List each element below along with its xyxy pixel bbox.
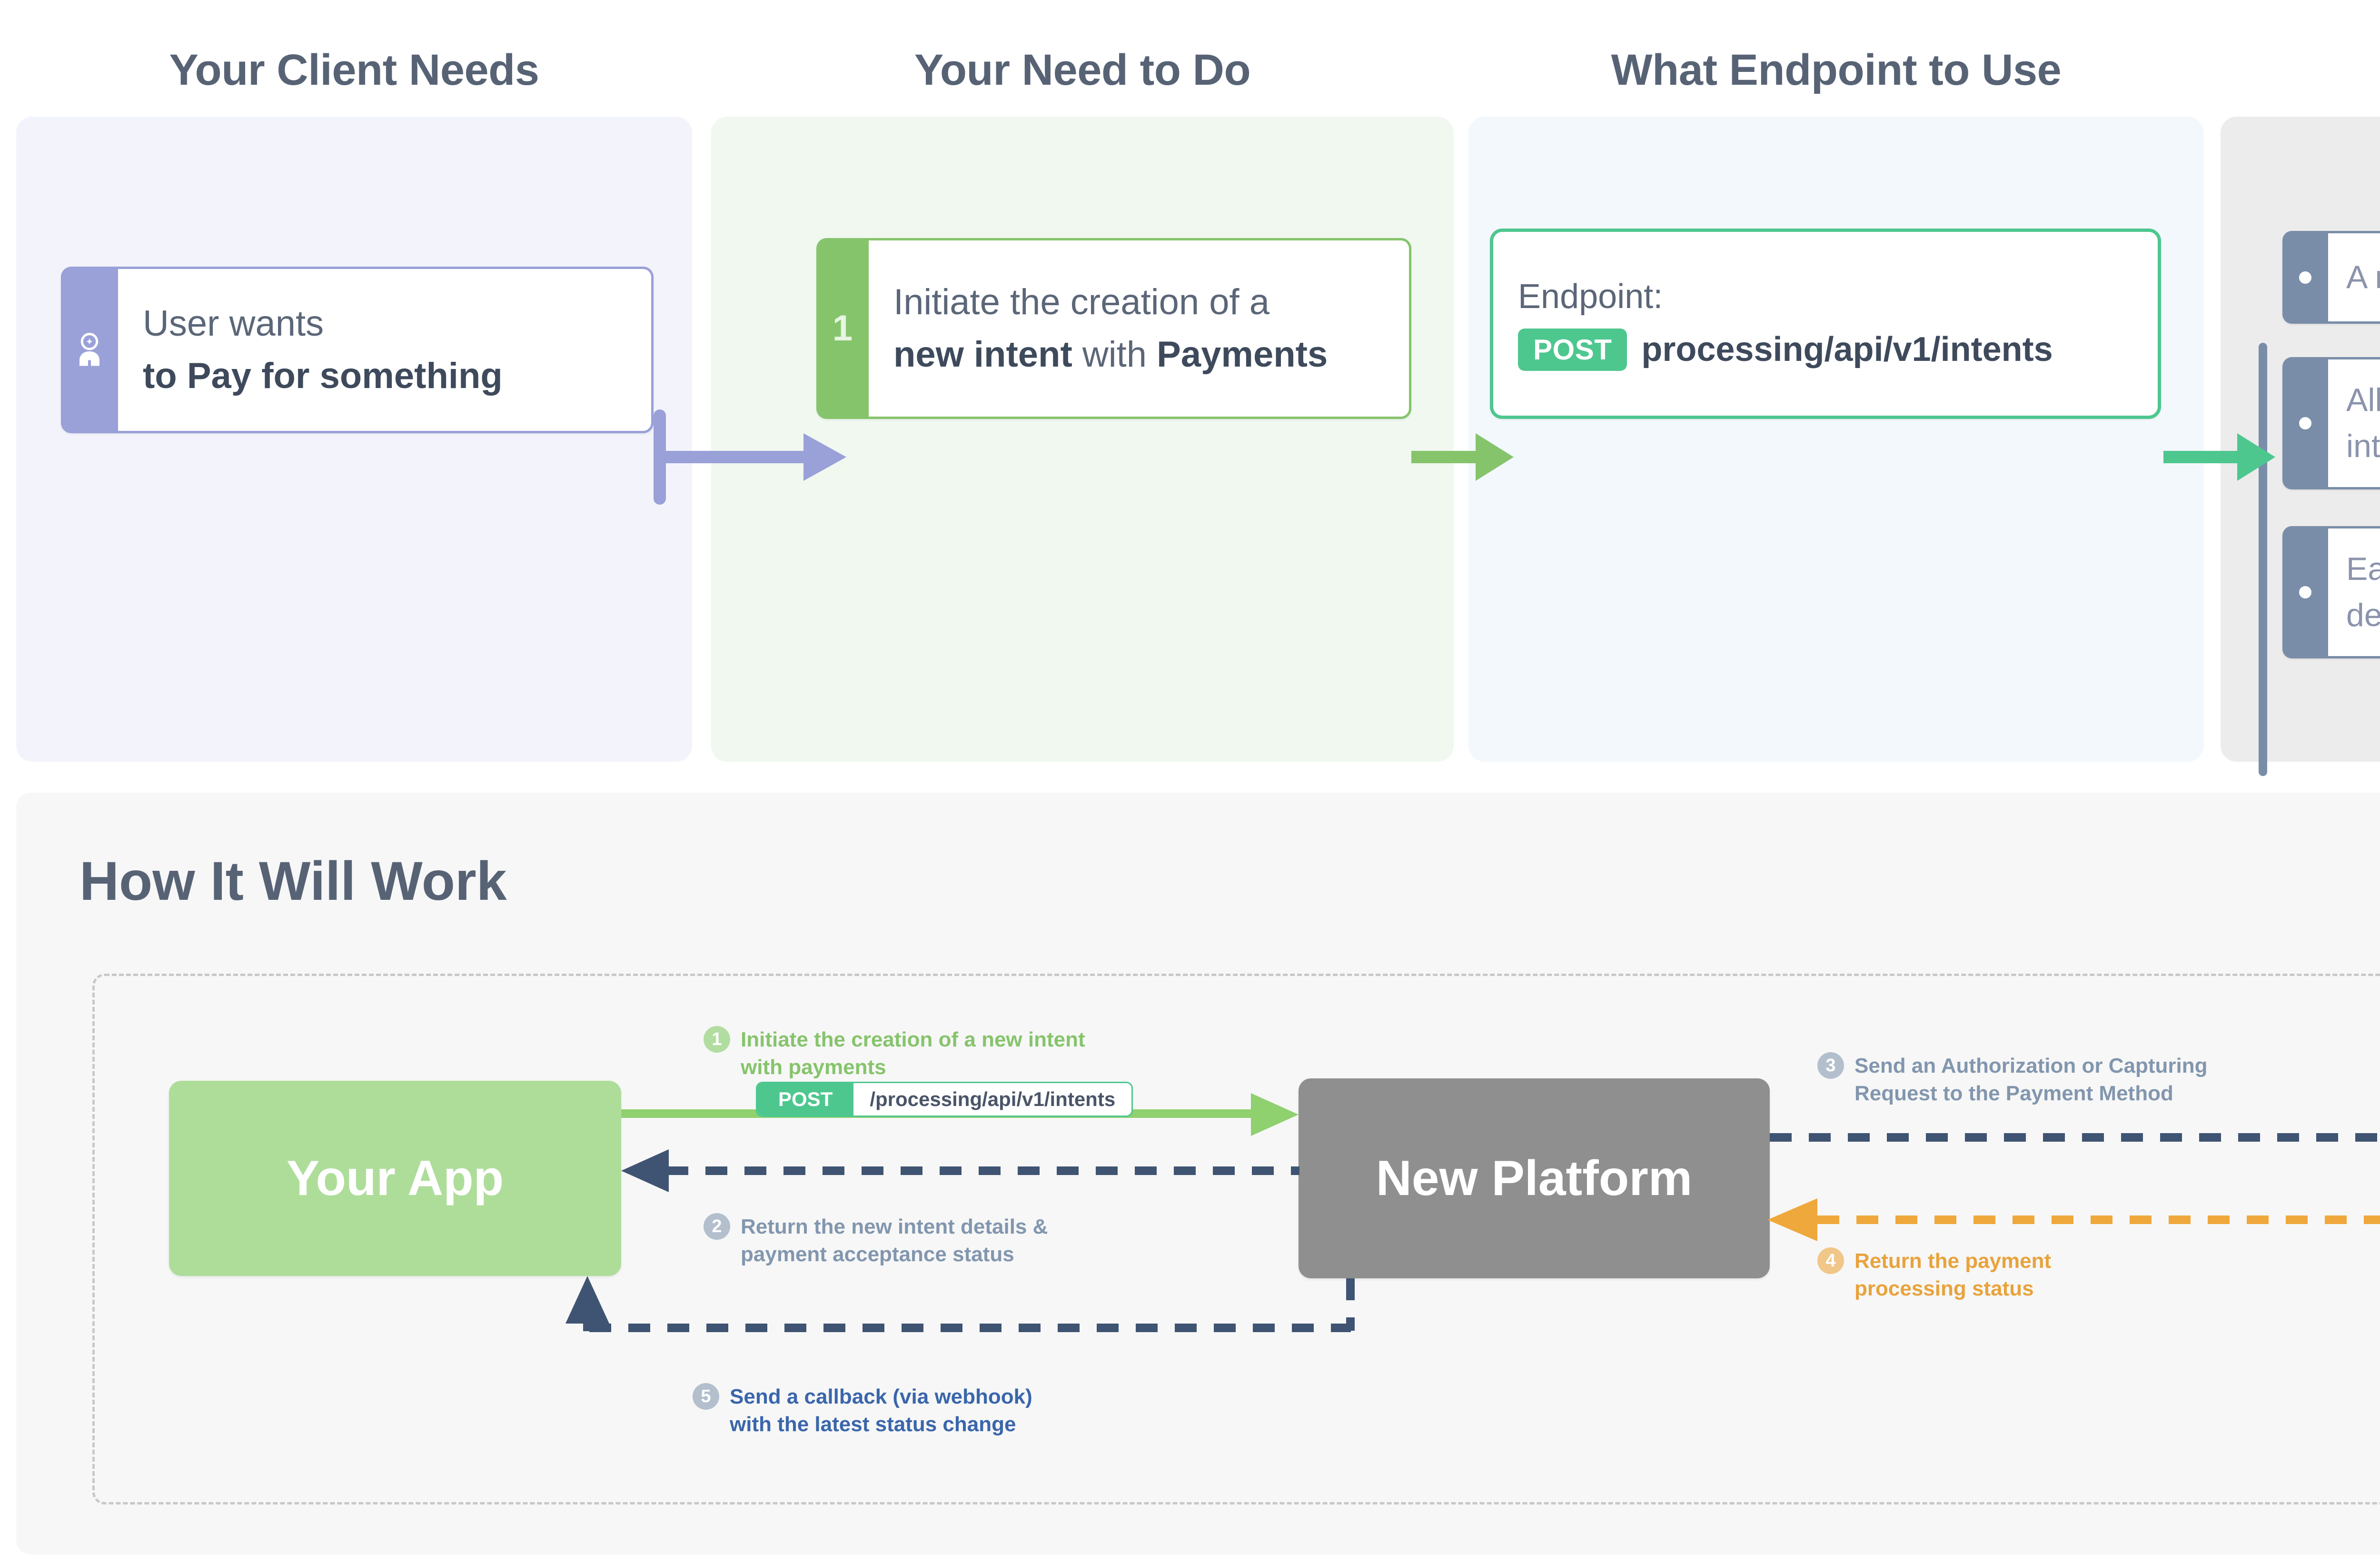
result-body-2: All specified payments will be created w… — [2328, 357, 2380, 489]
need-to-do-bold-b: Payments — [1157, 334, 1328, 375]
step-5-number: 5 — [693, 1383, 719, 1410]
column-header-our-side: What happens on our side — [2221, 45, 2380, 95]
flow-headers: Your Client Needs Your Need to Do What E… — [0, 0, 2380, 119]
result-body-1: A new intent will be created — [2328, 231, 2380, 324]
step-5-text: Send a callback (via webhook) with the l… — [730, 1383, 1032, 1438]
result-tab-1 — [2282, 231, 2328, 324]
step-label-2: 2 Return the new intent details & paymen… — [704, 1213, 1180, 1268]
endpoint-label: Endpoint: — [1518, 277, 1663, 316]
result-1-before: A new intent will be created — [2346, 259, 2380, 296]
result-card-2[interactable]: All specified payments will be created w… — [2282, 357, 2380, 489]
step-2-line1: Return the new intent details & — [741, 1215, 1048, 1238]
step-3-line2: Request to the Payment Method — [1854, 1082, 2173, 1106]
step-4-number: 4 — [1817, 1247, 1844, 1274]
column-header-endpoint: What Endpoint to Use — [1611, 46, 2062, 94]
result-text-2: All specified payments will be created w… — [2346, 377, 2380, 469]
step-1-endpoint-pill[interactable]: POST /processing/api/v1/intents — [756, 1082, 1133, 1117]
step-3-text: Send an Authorization or Capturing Reque… — [1854, 1052, 2207, 1107]
step-2-text: Return the new intent details & payment … — [741, 1213, 1048, 1268]
card-tab-green: 1 — [816, 238, 869, 419]
bullet-dot-icon — [2299, 271, 2311, 284]
client-need-card-body: User wants to Pay for something — [118, 267, 654, 433]
client-need-line1: User wants — [143, 303, 324, 344]
need-to-do-card-body: Initiate the creation of a new intent wi… — [869, 238, 1411, 419]
step-4-line1: Return the payment — [1854, 1249, 2052, 1273]
result-tab-2 — [2282, 357, 2328, 489]
column-header-client-needs: Your Client Needs — [169, 46, 539, 94]
result-text-1: A new intent will be created — [2346, 254, 2380, 300]
result-tab-3 — [2282, 526, 2328, 658]
step-1-line2: with payments — [741, 1056, 886, 1079]
step-label-4: 4 Return the payment processing status — [1817, 1247, 2246, 1303]
step-4-line2: processing status — [1854, 1277, 2034, 1301]
need-to-do-card[interactable]: 1 Initiate the creation of a new intent … — [816, 238, 1411, 419]
column-header-need-to-do: Your Need to Do — [914, 46, 1251, 94]
result-3-before: Each transaction will be sent for proces… — [2346, 551, 2380, 633]
endpoint-row: POST processing/api/v1/intents — [1518, 328, 2133, 371]
need-to-do-bold-a: new intent — [893, 334, 1072, 375]
step-5-line1: Send a callback (via webhook) — [730, 1385, 1032, 1408]
sequence-diagram-frame — [92, 974, 2380, 1504]
step-label-3: 3 Send an Authorization or Capturing Req… — [1817, 1052, 2341, 1107]
need-to-do-line2: new intent with Payments — [893, 329, 1384, 381]
step-1-path: /processing/api/v1/intents — [870, 1088, 1116, 1110]
bullet-dot-icon — [2299, 586, 2311, 598]
step-label-5: 5 Send a callback (via webhook) with the… — [693, 1383, 1192, 1438]
step-3-number: 3 — [1817, 1052, 1844, 1079]
panel-client-needs — [16, 117, 692, 762]
step-1-line1: Initiate the creation of a new intent — [741, 1028, 1085, 1051]
http-method-badge: POST — [1518, 328, 1627, 371]
node-your-app[interactable]: Your App — [169, 1081, 621, 1276]
result-card-1[interactable]: A new intent will be created — [2282, 231, 2380, 324]
client-need-line2: to Pay for something — [143, 356, 503, 396]
bullet-dot-icon — [2299, 417, 2311, 429]
user-icon — [79, 333, 100, 366]
endpoint-path: processing/api/v1/intents — [1641, 330, 2053, 369]
result-text-3: Each transaction will be sent for proces… — [2346, 546, 2380, 638]
step-4-text: Return the payment processing status — [1854, 1247, 2051, 1303]
step-label-1: 1 Initiate the creation of a new intent … — [704, 1026, 1203, 1081]
endpoint-card[interactable]: Endpoint: POST processing/api/v1/intents — [1490, 229, 2161, 419]
node-new-platform[interactable]: New Platform — [1299, 1078, 1770, 1278]
result-2-before: All specified — [2346, 382, 2380, 418]
card-tab-purple — [61, 267, 118, 433]
result-card-3[interactable]: Each transaction will be sent for proces… — [2282, 526, 2380, 658]
step-1-method: POST — [757, 1083, 854, 1116]
flow-panels — [0, 117, 2380, 762]
need-to-do-regular: with — [1072, 334, 1157, 375]
step-2-number: 2 — [704, 1213, 730, 1240]
results-rail — [2259, 343, 2267, 776]
step-3-line1: Send an Authorization or Capturing — [1854, 1054, 2208, 1077]
client-need-card[interactable]: User wants to Pay for something — [61, 267, 654, 433]
step-2-line2: payment acceptance status — [741, 1243, 1014, 1266]
panel-endpoint — [1468, 117, 2204, 762]
step-1-number: 1 — [704, 1026, 730, 1053]
how-it-works-title: How It Will Work — [79, 851, 507, 912]
need-to-do-step-number: 1 — [832, 308, 853, 349]
result-body-3: Each transaction will be sent for proces… — [2328, 526, 2380, 658]
step-1-text: Initiate the creation of a new intent wi… — [741, 1026, 1085, 1081]
step-5-line2: with the latest status change — [730, 1413, 1016, 1436]
result-2-after: will be created within an intent in thei… — [2346, 428, 2380, 464]
need-to-do-line1: Initiate the creation of a — [893, 281, 1270, 322]
